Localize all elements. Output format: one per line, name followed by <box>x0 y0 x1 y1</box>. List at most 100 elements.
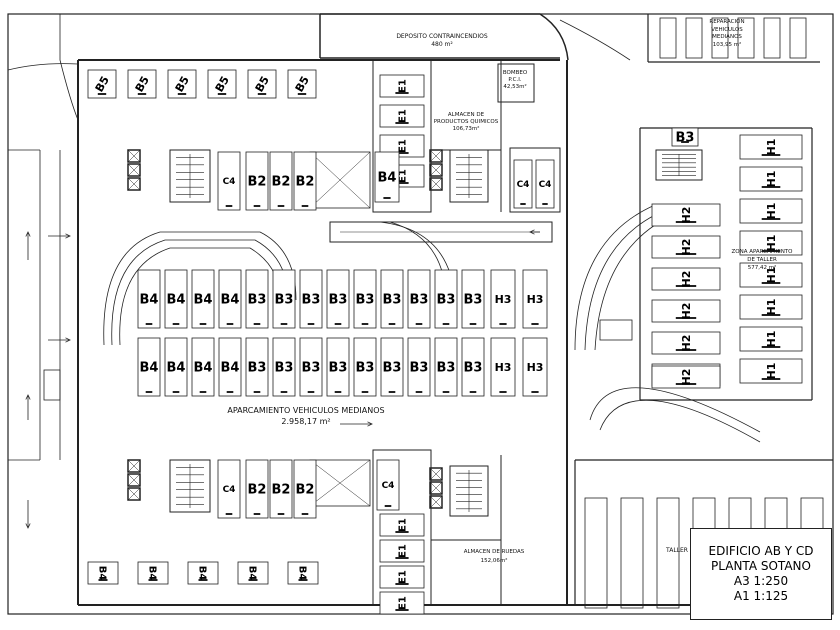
parking-stall: B2 <box>269 459 293 519</box>
elevator-cross <box>127 473 141 487</box>
parking-stall: H1 <box>739 262 803 288</box>
stall-label: C4 <box>539 180 552 190</box>
elevator-cross <box>127 487 141 501</box>
stall-outline <box>272 337 296 397</box>
parking-stall: B4 <box>191 337 215 397</box>
elevator-cross <box>429 481 443 495</box>
deposito-name: DEPOSITO CONTRAINCENDIOS <box>396 33 488 40</box>
stall-outline <box>353 337 377 397</box>
stall-outline <box>137 269 161 329</box>
stall-label: B4 <box>221 293 240 308</box>
ramp-arrow-head <box>529 229 535 235</box>
ramp-curve-east <box>574 204 656 351</box>
parking-stall: H2 <box>651 331 721 355</box>
parking-stall: B4 <box>137 269 161 329</box>
stall-label: B2 <box>248 483 267 498</box>
parking-stall: B4 <box>137 337 161 397</box>
stall-outline <box>187 561 219 585</box>
stall-label: B3 <box>329 361 348 376</box>
stall-outline <box>651 267 721 291</box>
stall-outline <box>217 459 241 519</box>
parking-stall: H3 <box>522 337 548 397</box>
shaft-north-cross <box>309 151 371 209</box>
stall-outline <box>269 151 293 211</box>
stair-core <box>655 149 703 181</box>
parking-stall: E1 <box>379 104 425 128</box>
stall-label: B4 <box>297 566 308 581</box>
stall-label: B3 <box>302 293 321 308</box>
stall-label: E1 <box>398 109 409 123</box>
entry-arrow-head <box>65 337 71 343</box>
stair-outline <box>169 459 211 513</box>
quimicos-area: 106,73m² <box>453 125 480 132</box>
elevator-shaft <box>429 481 443 495</box>
stair-outline <box>169 149 211 203</box>
stall-label: E1 <box>398 139 409 153</box>
parking-stall: B3 <box>407 337 431 397</box>
parking-stall: B3 <box>353 337 377 397</box>
parking-stall: B4 <box>237 561 269 585</box>
stair-core <box>449 149 489 203</box>
reparacion-bay <box>737 17 755 59</box>
stall-outline <box>522 269 548 329</box>
stall-outline <box>353 269 377 329</box>
deposito-curve <box>320 13 569 61</box>
reparacion-name: REPARACION <box>709 19 744 25</box>
parking-stall: B3 <box>434 269 458 329</box>
stall-label: H1 <box>765 267 778 284</box>
stall-outline <box>651 365 721 389</box>
stall-outline <box>287 561 319 585</box>
parking-stall: B4 <box>218 269 242 329</box>
parking-stall: B2 <box>293 459 317 519</box>
parking-stall: B4 <box>374 151 400 203</box>
stall-outline <box>379 565 425 589</box>
stall-label: B4 <box>197 566 208 581</box>
parking-stall: B2 <box>245 459 269 519</box>
stall-outline <box>380 337 404 397</box>
reparacion-bay <box>789 17 807 59</box>
plan-geometry <box>7 13 834 615</box>
parking-stall: B3 <box>299 337 323 397</box>
ramp-curve-west <box>103 231 297 346</box>
stall-label: B3 <box>676 131 695 146</box>
stall-label: H2 <box>680 335 693 352</box>
room-labels: DEPOSITO CONTRAINCENDIOS 480 m² BOMBEO P… <box>227 19 793 564</box>
ramp-curve-east <box>599 399 761 443</box>
street-curve <box>559 19 631 61</box>
reparacion-bay <box>685 17 703 59</box>
parking-stall: H1 <box>739 230 803 256</box>
taller-bay <box>656 497 680 609</box>
stall-outline <box>293 459 317 519</box>
reparacion-area: 103,95 m² <box>713 41 742 48</box>
taller-name: TALLER <box>665 547 688 554</box>
stall-label: B4 <box>167 361 186 376</box>
elevator-cross <box>429 467 443 481</box>
elevator-cross <box>429 149 443 163</box>
taller-bay <box>584 497 608 609</box>
parking-stall: B5 <box>287 69 317 99</box>
quimicos-room <box>430 59 502 151</box>
elevator-shaft <box>127 459 141 473</box>
stall-outline <box>651 331 721 355</box>
stall-label: H2 <box>680 239 693 256</box>
stall-outline <box>164 269 188 329</box>
parking-stall: C4 <box>535 159 555 209</box>
stall-outline <box>191 337 215 397</box>
stall-label: H1 <box>765 171 778 188</box>
stall-label: H1 <box>765 363 778 380</box>
stall-label: E1 <box>398 596 409 610</box>
taller-bay <box>620 497 644 609</box>
stall-outline <box>461 269 485 329</box>
stall-outline <box>137 561 169 585</box>
stall-outline <box>535 159 555 209</box>
stall-label: B3 <box>464 293 483 308</box>
ramp-curve-east <box>584 214 656 351</box>
stall-label: B4 <box>140 293 159 308</box>
elevator-cross <box>127 177 141 191</box>
parking-stall: B3 <box>671 127 699 147</box>
stall-outline <box>434 337 458 397</box>
title-block: EDIFICIO AB Y CD PLANTA SOTANO A3 1:250 … <box>690 528 832 620</box>
parking-stall: C4 <box>217 151 241 211</box>
parking-stall: B4 <box>218 337 242 397</box>
parking-stall: E1 <box>379 134 425 158</box>
